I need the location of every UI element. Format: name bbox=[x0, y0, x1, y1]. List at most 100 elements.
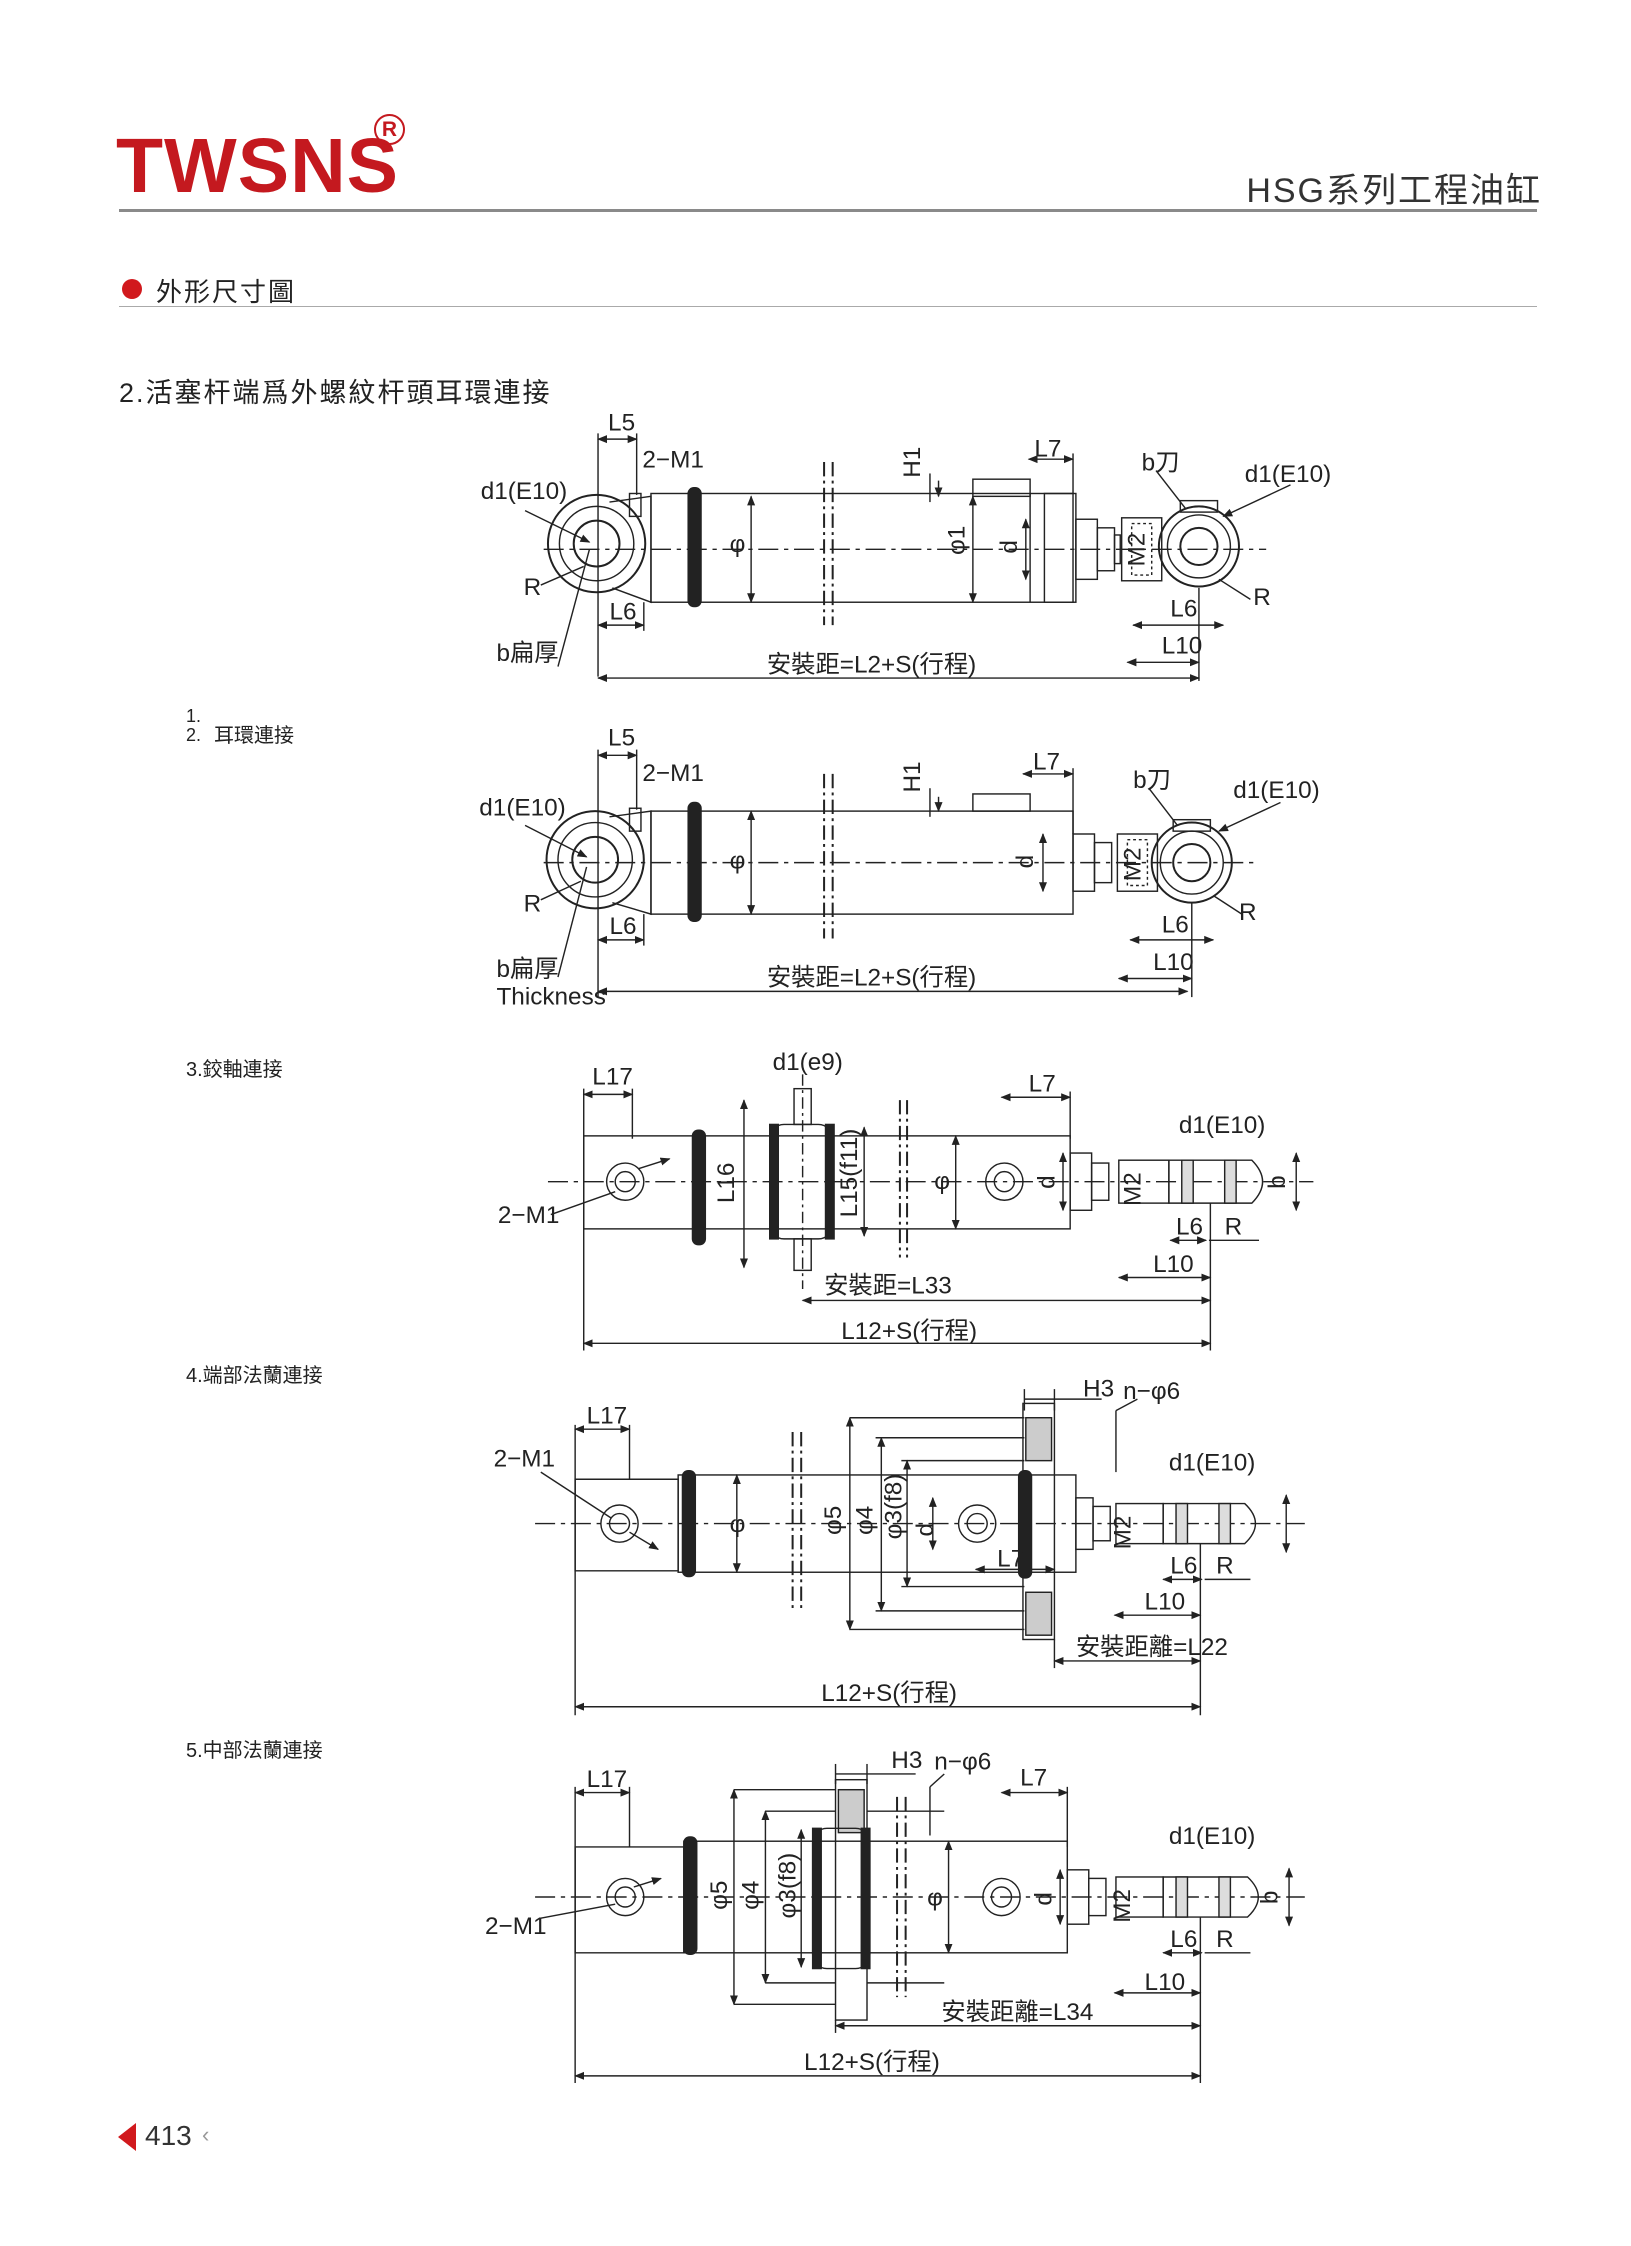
variant-4-title: 4.端部法蘭連接 bbox=[186, 1365, 323, 1387]
d1-label-M2: M2 bbox=[1124, 533, 1151, 567]
d2-label-L6-left: L6 bbox=[609, 913, 636, 940]
d4-label-L7: L7 bbox=[997, 1546, 1024, 1573]
d4-label-R: R bbox=[1216, 1553, 1234, 1580]
section-rule bbox=[119, 306, 1537, 307]
d3-label-b: b bbox=[1264, 1175, 1291, 1189]
page-number: 413 bbox=[145, 2120, 192, 2151]
d3-label-L16: L16 bbox=[713, 1163, 740, 1204]
d5-label-L10: L10 bbox=[1145, 1969, 1186, 1996]
d5-label-phi5: φ5 bbox=[706, 1881, 733, 1910]
d1-label-L7: L7 bbox=[1034, 435, 1061, 462]
d5-label-install: 安裝距離=L34 bbox=[941, 1999, 1093, 2026]
d5-label-phi4: φ4 bbox=[737, 1881, 764, 1910]
d1-label-phi1: φ1 bbox=[943, 526, 970, 555]
brand-logo: TWSNS bbox=[116, 123, 400, 209]
d2-label-R-left: R bbox=[524, 890, 542, 917]
d3-label-d1: d1(E10) bbox=[1179, 1112, 1266, 1139]
d1-label-phi: φ bbox=[730, 531, 746, 558]
d3-label-L6: L6 bbox=[1176, 1214, 1203, 1241]
d1-label-d1-right: d1(E10) bbox=[1245, 461, 1332, 488]
d3-label-phi: φ bbox=[934, 1168, 950, 1195]
d2-label-install: 安裝距=L2+S(行程) bbox=[767, 965, 976, 992]
diagram-1-labels: L5 2−M1 H1 L7 b刀 d1(E10) d1(E10) R R φ φ… bbox=[481, 410, 1331, 679]
d2-label-H1: H1 bbox=[899, 761, 926, 792]
d3-label-R: R bbox=[1225, 1214, 1243, 1241]
d3-label-d1e9: d1(e9) bbox=[773, 1049, 843, 1076]
d4-label-phi3: φ3(f8) bbox=[880, 1474, 907, 1540]
variant-3-title: 3.鉸軸連接 bbox=[186, 1059, 283, 1081]
d1-label-H1: H1 bbox=[899, 447, 926, 478]
section-title: 外形尺寸圖 bbox=[156, 277, 297, 307]
d1-label-d1-left: d1(E10) bbox=[481, 478, 568, 505]
d5-label-phi3: φ3(f8) bbox=[774, 1853, 801, 1919]
d1-label-M1: 2−M1 bbox=[642, 447, 704, 474]
d2-label-L10: L10 bbox=[1153, 949, 1194, 976]
series-title: HSG系列工程油缸 bbox=[1246, 172, 1542, 210]
d5-label-M2: M2 bbox=[1109, 1889, 1136, 1923]
d5-label-n-phi6: n−φ6 bbox=[934, 1749, 991, 1776]
d2-label-M2: M2 bbox=[1119, 847, 1146, 881]
d1-label-L5: L5 bbox=[608, 410, 635, 437]
d4-label-total: L12+S(行程) bbox=[821, 1680, 957, 1707]
d4-label-L17: L17 bbox=[587, 1402, 628, 1429]
diagram-1-ear-ring bbox=[524, 433, 1291, 683]
d5-label-L6: L6 bbox=[1170, 1926, 1197, 1953]
d4-label-L6: L6 bbox=[1170, 1553, 1197, 1580]
d4-label-d: d bbox=[912, 1523, 939, 1537]
page-back-arrow-icon bbox=[118, 2123, 136, 2151]
d5-label-d: d bbox=[1031, 1892, 1058, 1906]
d1-label-L6-left: L6 bbox=[609, 598, 636, 625]
d3-label-L7: L7 bbox=[1029, 1071, 1056, 1098]
diagram-4-end-flange bbox=[535, 1389, 1305, 1716]
d1-label-d: d bbox=[996, 540, 1023, 554]
d1-label-b-flat: b扁厚 bbox=[496, 640, 558, 667]
d4-label-n-phi6: n−φ6 bbox=[1123, 1378, 1180, 1405]
d2-label-L6-right: L6 bbox=[1162, 912, 1189, 939]
d5-label-b: b bbox=[1257, 1891, 1284, 1905]
registered-mark: R bbox=[374, 114, 405, 145]
d4-label-phi5: φ5 bbox=[820, 1506, 847, 1535]
d1-label-R-left: R bbox=[524, 574, 542, 601]
d2-label-d: d bbox=[1012, 855, 1039, 869]
d2-label-d1-left: d1(E10) bbox=[479, 794, 566, 821]
diagram-3-labels: L17 d1(e9) L7 d1(E10) 2−M1 L16 L15(f11) … bbox=[498, 1049, 1291, 1345]
variant-12-title: 耳環連接 bbox=[214, 725, 294, 747]
d2-label-b-flat: b扁厚 bbox=[496, 956, 558, 983]
d5-label-M1: 2−M1 bbox=[485, 1913, 547, 1940]
d5-label-R: R bbox=[1216, 1926, 1234, 1953]
d5-label-L17: L17 bbox=[587, 1766, 628, 1793]
d4-label-M2: M2 bbox=[1109, 1516, 1136, 1550]
d4-label-phi4: φ4 bbox=[852, 1506, 879, 1535]
d3-label-M1: 2−M1 bbox=[498, 1202, 560, 1229]
diagram-2-labels: L5 2−M1 H1 L7 b刀 d1(E10) d1(E10) R R φ d… bbox=[479, 724, 1319, 1010]
d3-label-install: 安裝距=L33 bbox=[824, 1272, 952, 1299]
diagram-2-ear-ring bbox=[524, 749, 1281, 998]
diagram-5-mid-flange bbox=[535, 1763, 1305, 2084]
variant-12-numbers: 1.2. bbox=[186, 706, 202, 745]
d2-label-L5: L5 bbox=[608, 724, 635, 751]
d3-label-M2: M2 bbox=[1119, 1172, 1146, 1206]
d5-label-H3: H3 bbox=[891, 1747, 922, 1774]
d2-label-L7: L7 bbox=[1033, 749, 1060, 776]
d5-label-total: L12+S(行程) bbox=[804, 2049, 940, 2076]
d2-label-d1-right: d1(E10) bbox=[1233, 777, 1320, 804]
d1-label-L6-right: L6 bbox=[1170, 596, 1197, 623]
d1-label-install: 安裝距=L2+S(行程) bbox=[767, 651, 976, 678]
d4-label-install: 安裝距離=L22 bbox=[1076, 1634, 1228, 1661]
d4-label-phi: φ bbox=[730, 1511, 746, 1538]
variant-5-title: 5.中部法蘭連接 bbox=[186, 1740, 323, 1762]
diagram-4-labels: L17 H3 n−φ6 2−M1 d1(E10) φ φ5 φ4 φ3(f8) … bbox=[494, 1375, 1256, 1707]
d2-label-phi: φ bbox=[730, 847, 746, 874]
d5-label-d1: d1(E10) bbox=[1169, 1823, 1256, 1850]
d1-label-R-right: R bbox=[1253, 584, 1271, 611]
d4-label-L10: L10 bbox=[1145, 1588, 1186, 1615]
diagram-3-trunnion bbox=[547, 1074, 1314, 1351]
d2-label-b-tool: b刀 bbox=[1133, 767, 1171, 794]
d5-label-phi: φ bbox=[927, 1885, 943, 1912]
chevron-left-icon: ‹ bbox=[202, 2122, 210, 2147]
d3-label-d: d bbox=[1033, 1175, 1060, 1189]
d2-label-R-right: R bbox=[1239, 899, 1257, 926]
d1-label-b-tool: b刀 bbox=[1142, 450, 1180, 477]
page-title: 2.活塞杆端爲外螺紋杆頭耳環連接 bbox=[119, 378, 552, 408]
